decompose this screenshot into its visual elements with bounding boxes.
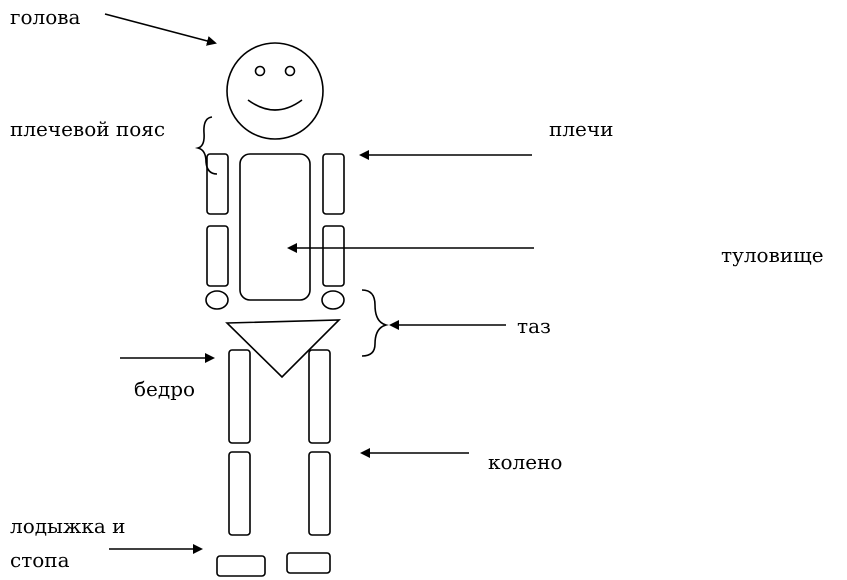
- head-shape: [226, 42, 324, 140]
- label-ankle-line1: лодыжка и: [10, 514, 126, 538]
- pelvis-triangle: [225, 319, 341, 379]
- right-forearm: [322, 225, 345, 287]
- label-ankle-line2: стопа: [10, 548, 70, 572]
- right-shin: [308, 451, 331, 536]
- right-eye: [284, 65, 296, 77]
- left-forearm: [206, 225, 229, 287]
- left-foot: [216, 555, 266, 577]
- head-arrow: [104, 13, 217, 46]
- left-thigh: [228, 349, 251, 444]
- left-shin: [228, 451, 251, 536]
- pelvis-brace: [361, 289, 390, 357]
- right-foot: [286, 552, 331, 574]
- label-knee: колено: [488, 450, 563, 474]
- label-head: голова: [10, 5, 81, 29]
- label-shoulders: плечи: [549, 117, 614, 141]
- label-torso: туловище: [721, 243, 824, 267]
- left-eye: [254, 65, 266, 77]
- torso-shape: [239, 153, 311, 301]
- left-upper-arm: [206, 153, 229, 215]
- right-thigh: [308, 349, 331, 444]
- right-hip-joint: [321, 290, 345, 310]
- left-hip-joint: [205, 290, 229, 310]
- right-upper-arm: [322, 153, 345, 215]
- mouth: [247, 99, 303, 111]
- label-shoulder-girdle: плечевой пояс: [10, 117, 166, 141]
- label-thigh: бедро: [134, 377, 196, 401]
- label-pelvis: таз: [517, 314, 551, 338]
